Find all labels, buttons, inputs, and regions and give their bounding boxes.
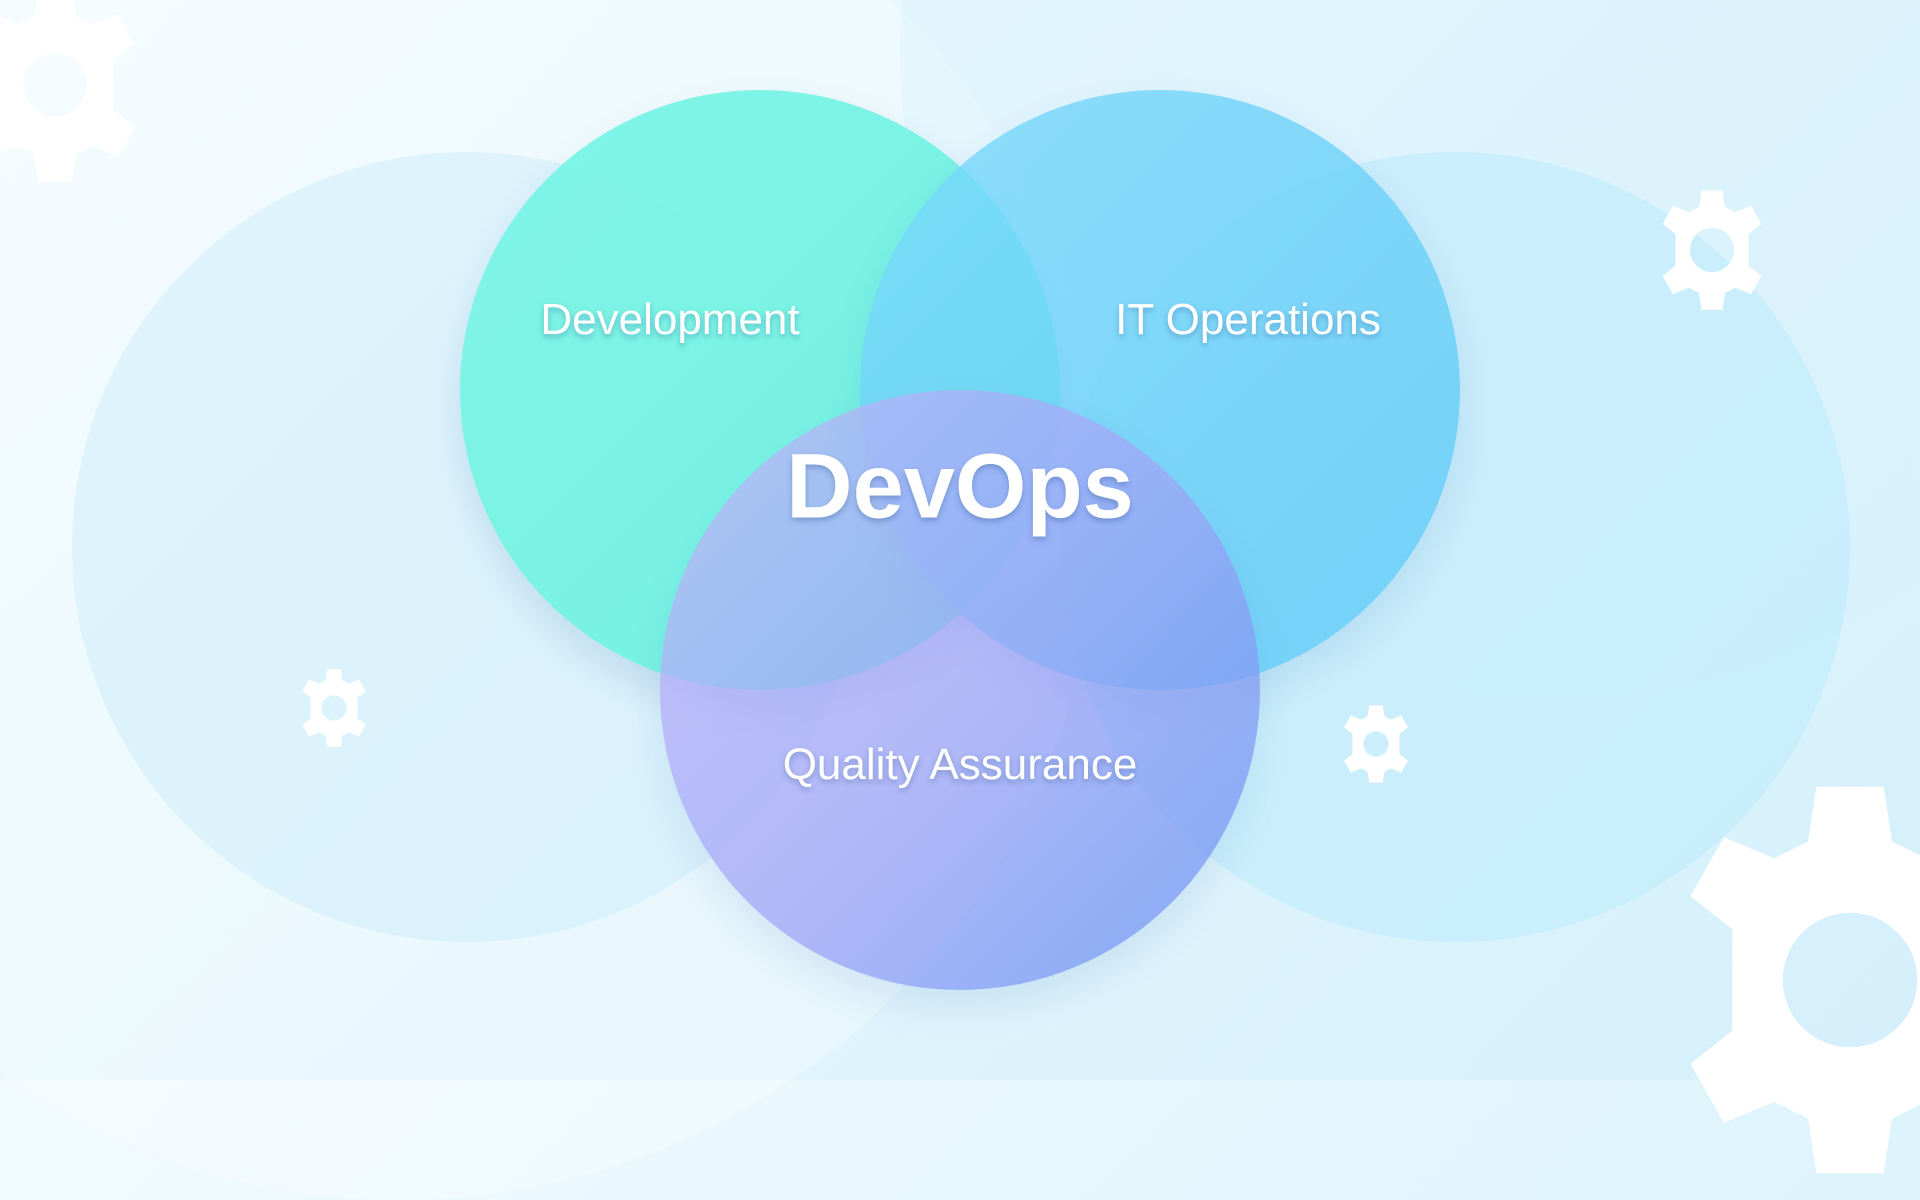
gear-icon [0, 0, 135, 182]
label-quality-assurance: Quality Assurance [782, 740, 1138, 789]
gear-icon [1690, 786, 1920, 1174]
venn-circle-quality-assurance [660, 390, 1260, 990]
gear-icon [1662, 190, 1762, 310]
center-label-devops: DevOps [786, 435, 1134, 538]
label-development: Development [540, 295, 800, 344]
gear-icon [1344, 705, 1408, 783]
label-it-operations: IT Operations [1115, 295, 1381, 344]
gear-icon [302, 669, 366, 747]
